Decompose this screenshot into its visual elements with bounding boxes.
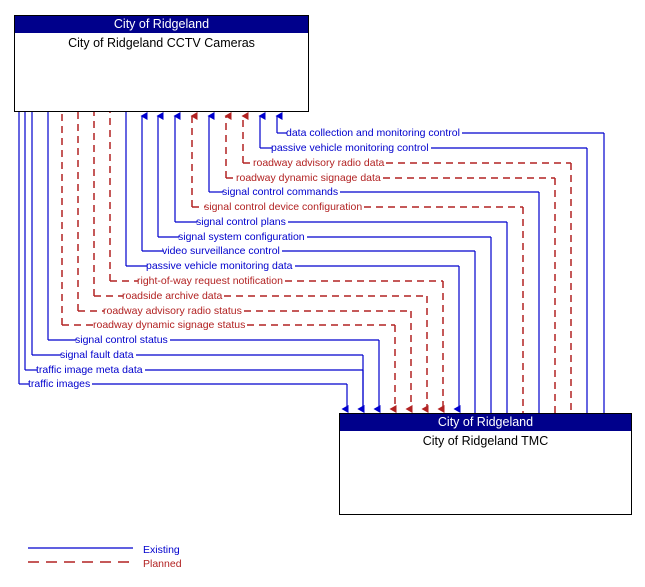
flow-label: roadway advisory radio status — [103, 305, 242, 317]
flow-label: traffic image meta data — [36, 364, 143, 376]
flow-label: roadside archive data — [122, 290, 223, 302]
flow-label: signal control commands — [222, 186, 339, 198]
flow-label: video surveillance control — [162, 245, 280, 257]
legend-existing-label: Existing — [143, 544, 180, 556]
flow-label: signal fault data — [60, 349, 134, 361]
flow-label: signal control plans — [196, 216, 286, 228]
flow-label: roadway dynamic signage data — [236, 172, 381, 184]
flow-label: right-of-way request notification — [137, 275, 283, 287]
node-cctv-cameras[interactable]: City of Ridgeland City of Ridgeland CCTV… — [14, 15, 309, 112]
flow-label: signal system configuration — [178, 231, 305, 243]
flow-label: passive vehicle monitoring data — [146, 260, 293, 272]
flow-label: passive vehicle monitoring control — [271, 142, 429, 154]
flow-label: traffic images — [28, 378, 91, 390]
flow-label: roadway advisory radio data — [253, 157, 385, 169]
node-tmc-header: City of Ridgeland — [340, 414, 631, 431]
flow-label: signal control device configuration — [204, 201, 363, 213]
node-cctv-header: City of Ridgeland — [15, 16, 308, 33]
flow-label: signal control status — [75, 334, 168, 346]
node-tmc-title: City of Ridgeland TMC — [422, 434, 549, 448]
legend-planned-label: Planned — [143, 558, 182, 570]
flow-label: data collection and monitoring control — [286, 127, 460, 139]
node-cctv-title: City of Ridgeland CCTV Cameras — [68, 36, 255, 50]
node-tmc[interactable]: City of Ridgeland City of Ridgeland TMC — [339, 413, 632, 515]
flow-label: roadway dynamic signage status — [93, 319, 246, 331]
